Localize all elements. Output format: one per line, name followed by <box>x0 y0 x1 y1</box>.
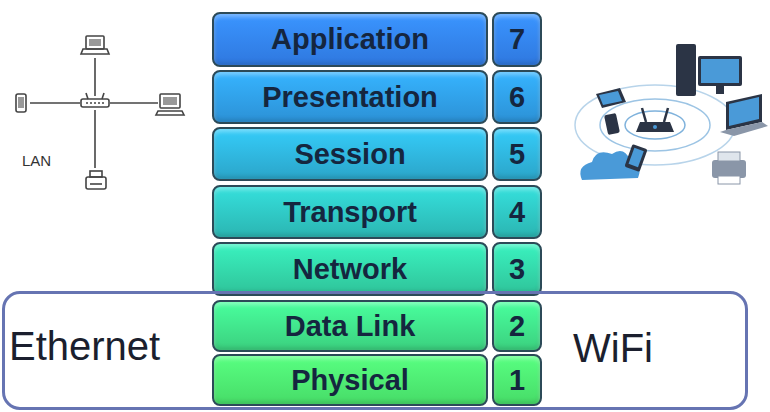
network-label: LAN <box>22 152 51 169</box>
layer-box: Data Link <box>212 300 488 352</box>
layer-text: Data Link <box>285 310 416 343</box>
layer-box: Session <box>212 127 488 181</box>
layer-box: Network <box>212 242 488 296</box>
layer-box: 2 <box>492 300 542 352</box>
technology-label: Ethernet <box>9 324 160 369</box>
layer-box: Presentation <box>212 70 488 124</box>
layer-number-box: 3 <box>492 242 542 296</box>
layer-number-box: 5 <box>492 127 542 181</box>
layer-text: 5 <box>509 138 525 171</box>
layer-text: 7 <box>509 23 525 56</box>
layer-number-box: 7 <box>492 12 542 67</box>
layer-text: Network <box>293 253 407 286</box>
layer-text: Application <box>271 23 429 56</box>
layer-box: 1 <box>492 354 542 406</box>
layer-text: 1 <box>509 364 525 397</box>
layer-text: 2 <box>509 310 525 343</box>
layer-group-outline: Ethernet WiFi Data Link 2Physical 1 <box>2 291 748 410</box>
layer-text: 4 <box>509 196 525 229</box>
layer-text: Session <box>294 138 405 171</box>
technology-label: WiFi <box>573 326 653 371</box>
wireless-network-illustration <box>575 44 768 184</box>
layer-text: 3 <box>509 253 525 286</box>
layer-box: Physical <box>212 354 488 406</box>
layer-text: Transport <box>283 196 417 229</box>
layer-text: 6 <box>509 81 525 114</box>
layer-box: Application <box>212 12 488 67</box>
layer-number-box: 6 <box>492 70 542 124</box>
layer-box: Transport <box>212 185 488 239</box>
layer-text: Presentation <box>262 81 438 114</box>
layer-text: Physical <box>291 364 409 397</box>
layer-number-box: 4 <box>492 185 542 239</box>
lan-illustration <box>16 36 184 189</box>
